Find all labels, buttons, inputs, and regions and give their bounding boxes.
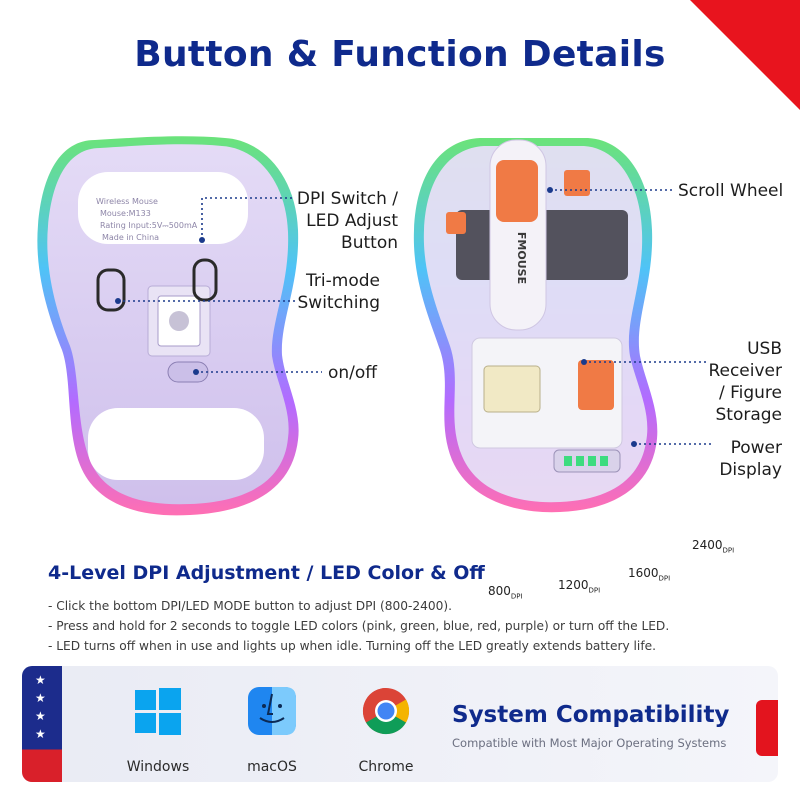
callout-line: Switching [297, 293, 381, 313]
os-label: Windows [126, 759, 190, 775]
red-tab [756, 700, 778, 756]
dpi-level-800: 800DPI [488, 584, 523, 601]
star-icon: ★ [35, 673, 46, 687]
dpi-level-1200: 1200DPI [558, 578, 601, 595]
os-windows: Windows [108, 686, 208, 775]
callout-line: / Figure [718, 383, 782, 403]
page-title: Button & Function Details [134, 34, 666, 75]
mouse-bottom-view [37, 136, 299, 516]
dpi-heading: 4-Level DPI Adjustment / LED Color & Off [48, 562, 485, 584]
usb-receiver [483, 365, 541, 413]
dpi-description-list: - Click the bottom DPI/LED MODE button t… [48, 596, 748, 656]
brand-text: FMOUSE [515, 232, 528, 284]
callout-line: on/off [328, 363, 378, 383]
callout-line: Display [719, 460, 782, 480]
compatibility-subtitle: Compatible with Most Major Operating Sys… [452, 736, 727, 750]
compatibility-title: System Compatibility [452, 702, 730, 728]
callout-dpi-switch: DPI Switch / LED Adjust Button [246, 188, 398, 254]
scroll-wheel [496, 160, 538, 222]
power-led-bar [553, 449, 621, 473]
callout-line: Tri-mode [306, 271, 380, 291]
callout-line: LED Adjust Button [306, 211, 398, 253]
callout-line: DPI Switch / [296, 189, 398, 209]
bottom-label-text: Wireless Mouse Mouse:M133 Rating Input:5… [96, 197, 198, 242]
star-icon: ★ [35, 691, 46, 705]
callout-line: Storage [715, 405, 782, 425]
callout-line: Scroll Wheel [678, 181, 784, 201]
mouse-top-view: FMOUSE [413, 138, 658, 513]
star-icon: ★ [35, 727, 46, 741]
flag-strip: ★ ★ ★ ★ [22, 666, 62, 782]
corner-accent [690, 0, 800, 110]
label-line-1: Wireless Mouse [96, 197, 158, 206]
label-line-4: Made in China [102, 233, 159, 242]
dpi-level-1600: 1600DPI [628, 566, 671, 583]
callout-line: USB [747, 339, 782, 359]
tri-mode-switch [96, 268, 126, 312]
os-macos: macOS [222, 686, 322, 775]
star-icon: ★ [35, 709, 46, 723]
label-line-2: Mouse:M133 [100, 209, 151, 218]
storage-slot [578, 360, 614, 410]
windows-icon [135, 688, 181, 735]
os-chrome: Chrome [336, 686, 436, 775]
macos-finder-icon [248, 687, 296, 735]
bottom-glide-pad [88, 408, 264, 480]
mouse-illustration: Wireless Mouse Mouse:M133 Rating Input:5… [37, 136, 714, 516]
top-glide-pad [78, 172, 248, 244]
optical-sensor [169, 311, 189, 331]
os-label: macOS [247, 759, 297, 775]
callout-scroll-wheel: Scroll Wheel [678, 180, 783, 202]
callout-power-display: Power Display [700, 437, 782, 481]
dpi-button [192, 258, 218, 302]
dpi-level-2400: 2400DPI [692, 538, 735, 555]
os-label: Chrome [358, 759, 414, 775]
chrome-icon [362, 687, 410, 735]
dpi-line: - Click the bottom DPI/LED MODE button t… [48, 599, 453, 613]
label-line-3: Rating Input:5V⎓500mA [100, 221, 198, 230]
callout-tri-mode: Tri-mode Switching [280, 270, 381, 314]
callout-onoff: on/off [328, 362, 377, 384]
dpi-line: - LED turns off when in use and lights u… [48, 639, 656, 653]
dpi-line: - Press and hold for 2 seconds to toggle… [48, 619, 670, 633]
callout-line: Power [730, 438, 782, 458]
callout-line: Receiver [708, 361, 782, 381]
callout-usb-receiver: USB Receiver / Figure Storage [690, 338, 782, 426]
